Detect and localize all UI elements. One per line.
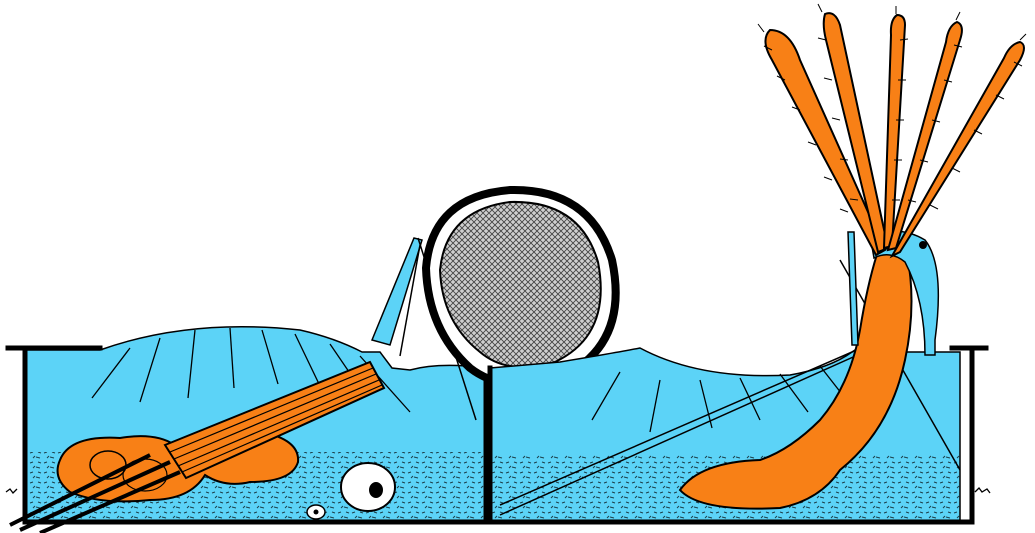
probe-tube [372,238,422,345]
left-chamber [6,327,486,533]
eye-spot [919,241,927,249]
tentacle-icon [765,13,1024,256]
floor-cell-large [341,463,395,511]
floor-cell-nucleus [369,482,383,498]
